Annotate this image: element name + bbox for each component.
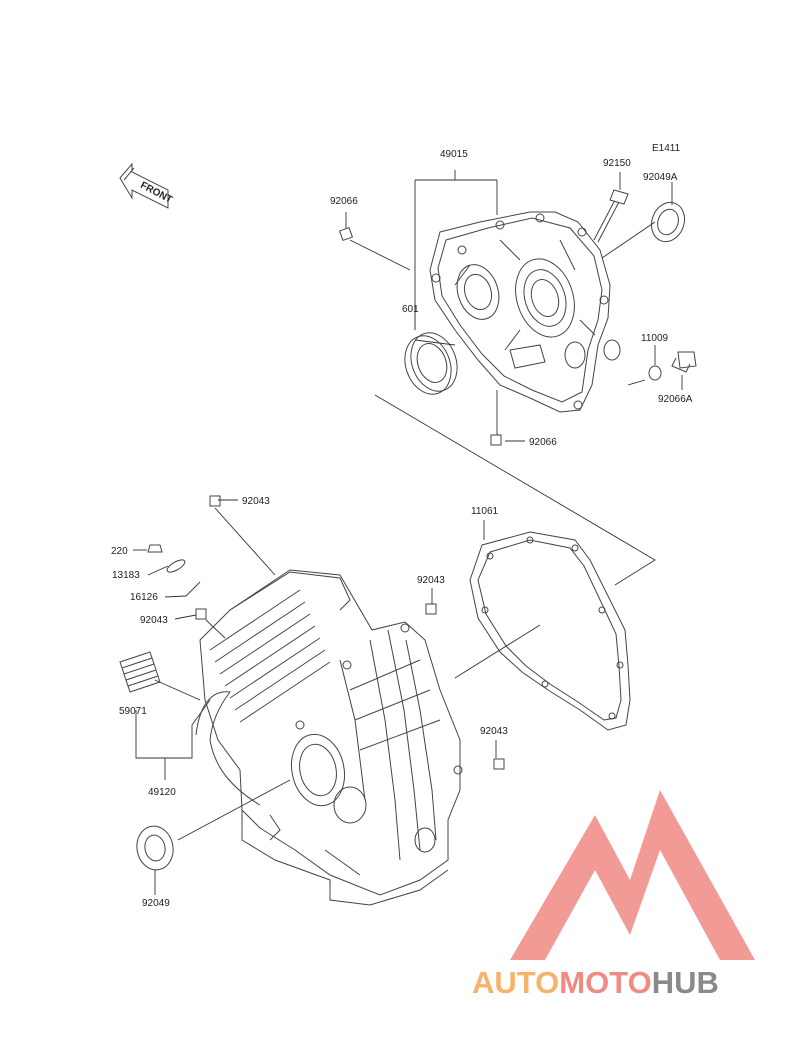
pin-92043-mid-drawing [425,603,437,615]
part-13183-drawing [166,559,186,573]
bearing-601-drawing [404,332,458,395]
pin-92066-bottom-drawing [490,434,502,446]
label-92049: 92049 [142,898,170,909]
label-49015: 49015 [440,149,468,160]
diagram-code: E1411 [652,143,681,154]
pin-92043-top-drawing [209,495,221,507]
part-16126-drawing [185,581,201,597]
screw-220-drawing [147,544,163,553]
label-92043-left: 92043 [140,615,168,626]
label-220: 220 [111,546,128,557]
pin-92066-top-drawing [338,226,354,242]
logo-text-hub: HUB [652,965,719,1000]
label-49120: 49120 [148,787,176,798]
label-59071: 59071 [119,706,147,717]
spring-59071-drawing [119,651,161,693]
label-92150: 92150 [603,158,631,169]
svg-text:AUTOMOTOHUB: AUTOMOTOHUB [472,965,719,1000]
pin-92043-left-drawing [195,608,207,620]
gasket-11061-drawing [469,531,631,731]
plug-92066a-drawing [671,351,697,373]
leader-lines [133,170,683,895]
label-13183: 13183 [112,570,140,581]
crankcase-block-drawing [199,569,463,906]
front-arrow-icon: FRONT [119,162,174,209]
oil-seal-92049-drawing [136,825,174,871]
logo-text-moto: MOTO [559,965,651,1000]
label-92066-top: 92066 [330,196,358,207]
label-11061: 11061 [471,506,499,517]
label-92049a: 92049A [643,172,678,183]
logo-mark-icon [510,790,755,960]
crankcase-cover-drawing [429,211,621,413]
logo-text-auto: AUTO [472,965,559,1000]
label-11009: 11009 [641,333,669,344]
label-92043-top: 92043 [242,496,270,507]
label-92066-bottom: 92066 [529,437,557,448]
label-92043-mid: 92043 [417,575,445,586]
label-92066a: 92066A [658,394,693,405]
bolt-92150-drawing [593,189,629,243]
pin-92043-right-drawing [493,758,505,770]
baffle-49120-drawing [191,691,261,806]
washer-11009-drawing [648,365,662,381]
label-16126: 16126 [130,592,158,603]
oil-seal-92049a-drawing [650,201,686,243]
label-601: 601 [402,304,419,315]
automotohub-logo: AUTOMOTOHUB [472,790,755,1000]
label-92043-right: 92043 [480,726,508,737]
